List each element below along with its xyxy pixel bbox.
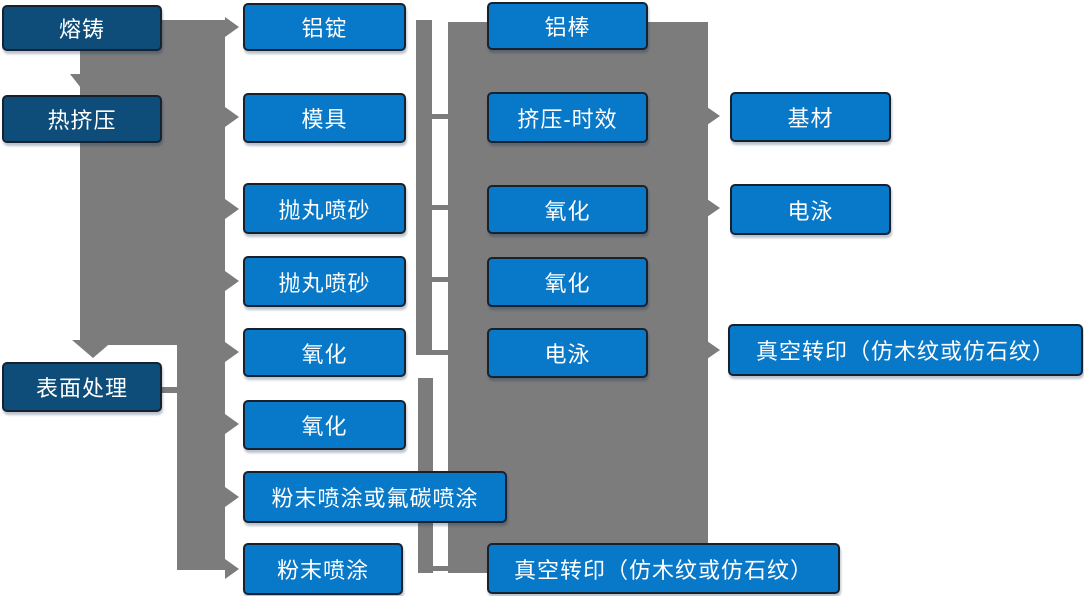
connector-row-mold (430, 114, 448, 119)
connector-row-vacuum-transfer (433, 566, 448, 571)
branch-arrow-to-aluminum-ingot-icon (225, 17, 239, 37)
node-oxidation-3: 氧化 (487, 185, 648, 234)
branch-arrow-to-powder-fluorocarbon-icon (225, 487, 239, 507)
down-arrow-to-hot-extrusion-icon (70, 74, 92, 88)
connector-row-electrophoresis (432, 350, 448, 355)
node-powder-coating: 粉末喷涂 (243, 543, 403, 595)
node-oxidation-2: 氧化 (243, 400, 406, 450)
arrow-to-vacuum-transfer-icon (707, 341, 720, 359)
node-base-material: 基材 (730, 92, 891, 142)
node-aluminum-ingot: 铝锭 (243, 3, 406, 51)
flow-strip-left-lower (177, 345, 225, 570)
arrow-to-base-material-icon (707, 107, 720, 125)
node-oxidation-1: 氧化 (243, 328, 406, 377)
branch-arrow-to-powder-coating-icon (225, 559, 239, 579)
node-extrusion-aging: 挤压-时效 (487, 92, 648, 143)
node-oxidation-4: 氧化 (487, 257, 648, 307)
connector-row-oxidation-1 (432, 205, 448, 210)
node-electrophoresis-2: 电泳 (730, 184, 891, 235)
branch-arrow-to-oxidation-1-icon (225, 342, 239, 362)
node-melting-casting: 熔铸 (2, 5, 162, 51)
flow-trunk-left (80, 20, 225, 345)
node-aluminum-rod: 铝棒 (487, 2, 648, 50)
node-shot-blasting-2: 抛丸喷砂 (243, 256, 406, 307)
flow-strip-middle-upper (416, 20, 432, 355)
node-mold: 模具 (243, 93, 406, 143)
arrow-to-electrophoresis-icon (707, 199, 720, 217)
node-electrophoresis-1: 电泳 (487, 328, 648, 378)
node-vacuum-transfer-print-bottom: 真空转印（仿木纹或仿石纹） (487, 543, 840, 594)
node-hot-extrusion: 热挤压 (2, 95, 162, 143)
branch-arrow-to-shot-blasting-2-icon (225, 271, 239, 291)
connector-row-oxidation-2 (432, 277, 448, 282)
branch-arrow-to-shot-blasting-1-icon (225, 199, 239, 219)
branch-arrow-to-oxidation-2-icon (225, 414, 239, 434)
connector-surface-treatment (162, 387, 178, 393)
node-shot-blasting-1: 抛丸喷砂 (243, 183, 406, 234)
node-surface-treatment: 表面处理 (2, 362, 162, 412)
node-vacuum-transfer-print-right: 真空转印（仿木纹或仿石纹） (728, 324, 1083, 376)
node-powder-or-fluorocarbon-coating: 粉末喷涂或氟碳喷涂 (243, 471, 507, 523)
branch-arrow-to-mold-icon (225, 107, 239, 127)
down-arrow-to-surface-treatment-icon (72, 340, 114, 358)
